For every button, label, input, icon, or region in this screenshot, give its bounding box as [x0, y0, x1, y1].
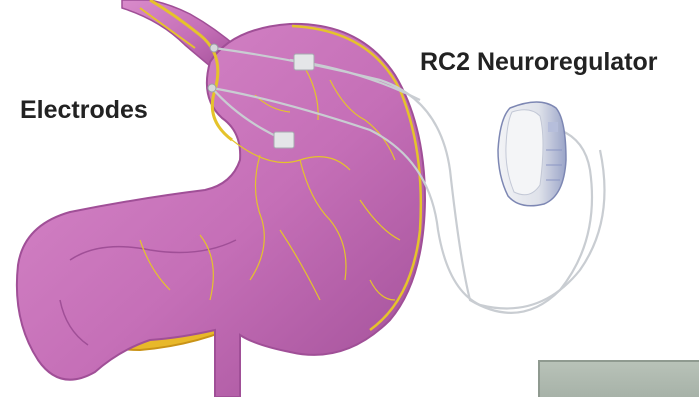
stomach-body: [17, 24, 425, 397]
neuroregulator-device-icon: [498, 102, 566, 206]
electrodes-label: Electrodes: [20, 96, 148, 125]
corner-panel: [538, 360, 699, 397]
device-label: RC2 Neuroregulator: [420, 48, 658, 77]
